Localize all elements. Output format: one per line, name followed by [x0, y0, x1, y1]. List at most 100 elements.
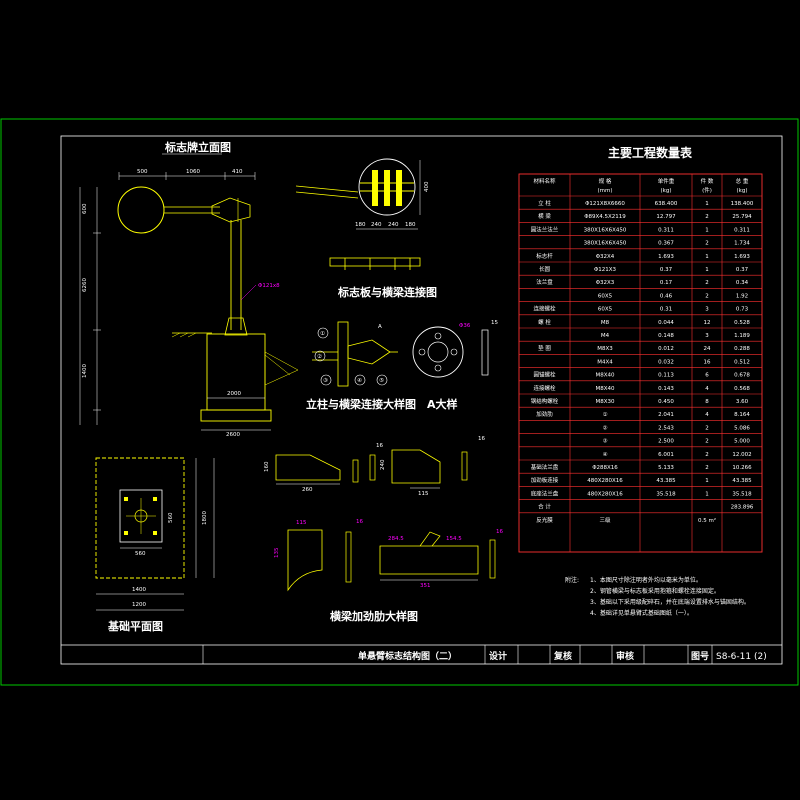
a-detail-title: A大样	[427, 397, 458, 411]
table-cell: 2	[705, 214, 709, 220]
table-cell: 合 计	[538, 503, 551, 511]
table-cell: 43.385	[732, 478, 752, 484]
a-dia: Φ36	[459, 323, 471, 329]
st1-h: 135	[274, 547, 280, 558]
table-cell: 2	[705, 425, 709, 431]
beam-connection-view: 400 180 240 240 180 标志板与横梁连接图	[295, 158, 437, 299]
table-cell: 3	[705, 307, 709, 313]
table-cell: 0.34	[736, 280, 749, 286]
table-cell: 0.143	[658, 386, 674, 392]
sp1-w: 260	[302, 487, 313, 493]
table-cell: 0.37	[736, 267, 749, 273]
table-cell: 0.311	[658, 227, 674, 233]
table-cell: 4	[705, 386, 709, 392]
table-cell: 1.189	[734, 333, 750, 339]
table-cell: 2	[705, 465, 709, 471]
table-cell: 60X5	[598, 307, 613, 313]
dim-top-3: 410	[232, 169, 243, 175]
table-cell: 1.693	[658, 254, 674, 260]
table-cell: 1	[705, 227, 709, 233]
table-cell: Φ288X16	[592, 465, 618, 471]
table-header: 材料名称	[533, 177, 556, 185]
table-cell: 底座法兰盘	[531, 489, 559, 497]
table-cell: 1.734	[734, 241, 750, 247]
table-cell: 35.518	[656, 491, 676, 497]
stiffener-view: 160 260 16 240 115 16 115 16 135 284.5 1…	[264, 436, 503, 623]
table-cell: 5.000	[734, 439, 750, 445]
found-w: 1400	[132, 587, 146, 593]
table-cell: 三级	[599, 516, 611, 524]
table-header-unit: (mm)	[597, 188, 612, 194]
dim-top-1: 500	[137, 169, 148, 175]
table-cell: 1	[705, 491, 709, 497]
post-detail-title: 立柱与横梁连接大样图	[306, 397, 416, 411]
dim-top-2: 1060	[186, 169, 200, 175]
beam-conn-title: 标志板与横梁连接图	[337, 285, 437, 299]
table-cell: 2	[705, 452, 709, 458]
table-cell: 0.450	[658, 399, 674, 405]
table-header: 规 格	[599, 177, 612, 185]
table-cell: 加劲肋	[536, 410, 553, 418]
table-cell: 480X280X16	[587, 478, 623, 484]
table-cell: 0.31	[660, 307, 672, 313]
table-header-unit: (kg)	[737, 188, 748, 194]
table-cell: 0.678	[734, 373, 750, 379]
table-cell: 钢结构螺栓	[531, 397, 559, 405]
table-cell: 3.60	[736, 399, 749, 405]
table-cell: 4	[705, 412, 709, 418]
table-cell: 0.148	[658, 333, 674, 339]
st2-b: 154.5	[446, 536, 462, 542]
table-cell: M8	[601, 320, 610, 326]
table-cell: 0.044	[658, 320, 674, 326]
elevation-view: 标志牌立面图 500 1060 410 2000 2600	[79, 140, 299, 438]
table-cell: 0.512	[734, 359, 750, 365]
st2-w: 351	[420, 583, 431, 589]
sign-circle	[117, 186, 165, 234]
sp1-t: 16	[376, 443, 383, 449]
table-cell: 0.17	[660, 280, 673, 286]
drawing-name: 单悬臂标志结构图（二）	[358, 650, 457, 662]
table-cell: 380X16X6X450	[584, 241, 627, 247]
callout-1: ①	[320, 331, 325, 337]
table-cell: 16	[704, 359, 711, 365]
table-cell: 0.528	[734, 320, 750, 326]
table-cell: 138.400	[731, 201, 754, 207]
plate-w: 560	[135, 551, 146, 557]
foundation-title: 基础平面图	[107, 619, 163, 633]
table-cell: Φ121X8X6660	[585, 201, 625, 207]
quantity-table: 主要工程数量表 材料名称规 格(mm)单件重(kg)件 数(件)总 重(kg)立…	[518, 145, 763, 553]
design-label: 设计	[489, 650, 507, 662]
note-2: 2、钢管横梁与标志板采用抱箍和螺栓连接固定。	[590, 587, 720, 595]
table-cell: 标志杆	[536, 252, 553, 260]
notes: 附注: 1、本图尺寸除注明者外均以毫米为单位。 2、钢管横梁与标志板采用抱箍和螺…	[565, 576, 750, 617]
table-cell: 43.385	[656, 478, 676, 484]
table-cell: M8X3	[597, 346, 613, 352]
table-cell: 25.794	[732, 214, 752, 220]
table-cell: 380X16X6X450	[584, 227, 627, 233]
note-4: 4、基础详见单悬臂式基础图纸（一）。	[590, 609, 693, 617]
table-cell: 0.311	[734, 227, 750, 233]
table-cell: M4X4	[597, 359, 613, 365]
table-cell: 3	[705, 333, 709, 339]
table-cell: 加劲板连接	[531, 476, 559, 484]
table-cell: 1	[705, 267, 709, 273]
table-cell: 0.46	[660, 293, 673, 299]
title-block: 单悬臂标志结构图（二） 设计 复核 审核 图号 S8-6-11 (2)	[61, 644, 782, 664]
table-cell: ④	[603, 452, 608, 458]
dim-left-3: 1400	[82, 364, 88, 378]
notes-head: 附注:	[565, 576, 579, 584]
table-cell: Φ121X3	[594, 267, 617, 273]
table-cell: 连接螺栓	[533, 305, 556, 313]
table-cell: 60X5	[598, 293, 613, 299]
note-3: 3、基础以下采用级配碎石，并在底端设置排水与锚固结构。	[590, 598, 750, 606]
table-cell: ②	[603, 424, 608, 431]
table-cell: 连接螺栓	[533, 384, 556, 392]
table-cell: 2	[705, 280, 709, 286]
table-cell: 长圆	[539, 265, 551, 273]
table-cell: 6.001	[658, 452, 674, 458]
approve-label: 审核	[616, 650, 634, 662]
inner-frame	[60, 135, 783, 665]
table-cell: 横 梁	[538, 212, 551, 220]
table-cell: 圆锚螺栓	[533, 371, 556, 379]
